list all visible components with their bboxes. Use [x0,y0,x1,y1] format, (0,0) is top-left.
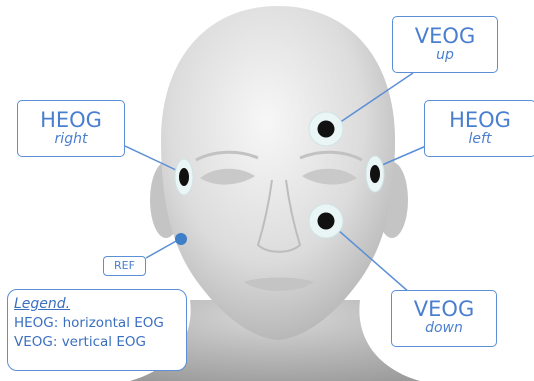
electrode-heog-right [175,159,193,195]
label-heog-left-position: left [425,131,534,147]
legend-item-heog: HEOG: horizontal EOG [14,314,186,333]
legend-box: Legend. HEOG: horizontal EOG VEOG: verti… [7,289,187,371]
label-veog-up: VEOG up [392,16,498,73]
label-veog-up-name: VEOG [393,25,497,47]
label-heog-left-name: HEOG [425,109,534,131]
electrode-ref [175,233,187,245]
label-veog-down-position: down [392,320,496,336]
legend-title: Legend. [14,295,186,314]
legend-item-veog: VEOG: vertical EOG [14,333,186,352]
label-heog-right-position: right [18,131,124,147]
label-veog-down-name: VEOG [392,298,496,320]
label-heog-left: HEOG left [424,100,534,157]
electrode-veog-down [309,204,343,238]
label-heog-right: HEOG right [17,100,125,157]
label-veog-down: VEOG down [391,290,497,347]
label-veog-up-position: up [393,47,497,63]
label-ref: REF [103,256,146,276]
label-heog-right-name: HEOG [18,109,124,131]
electrode-veog-up [309,112,343,146]
line-ref [146,240,178,258]
electrode-heog-left [366,156,384,192]
